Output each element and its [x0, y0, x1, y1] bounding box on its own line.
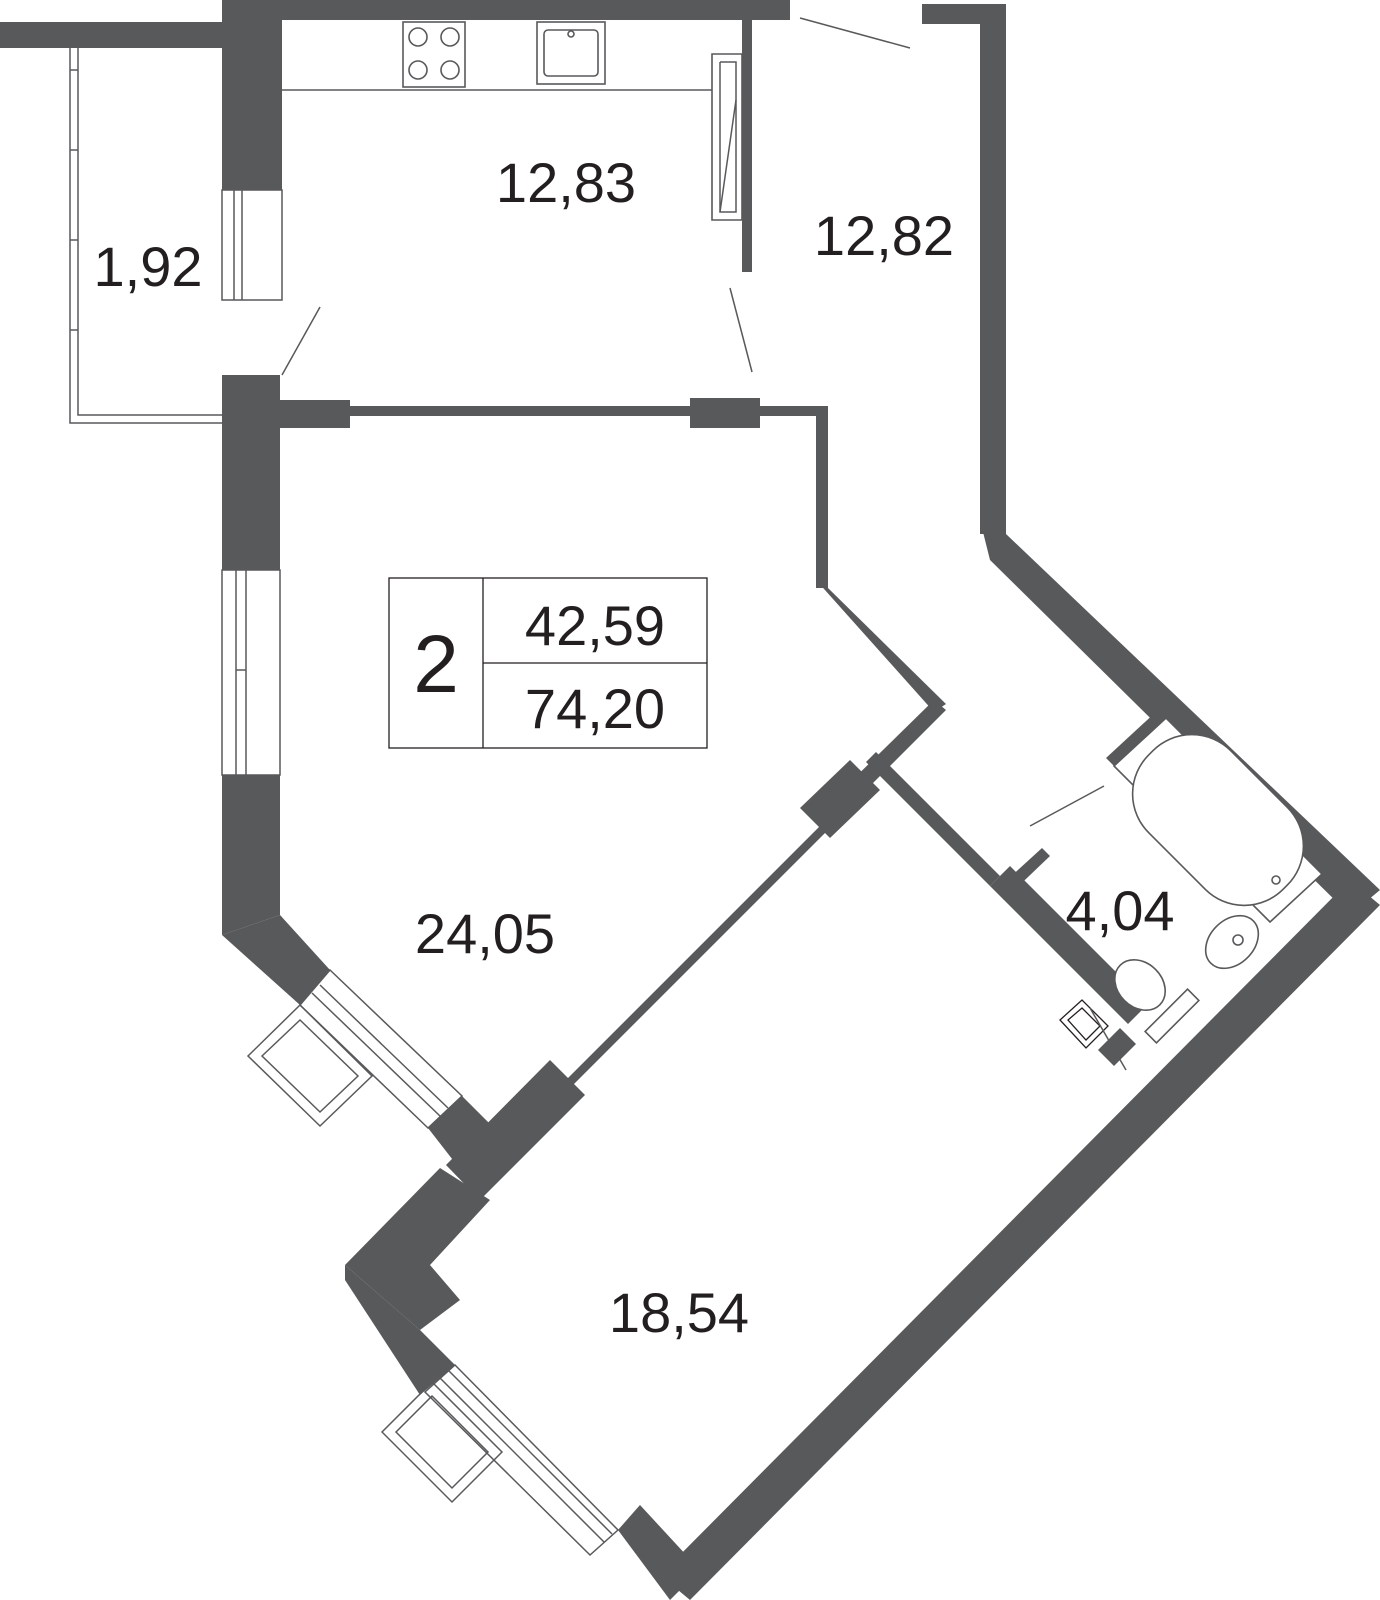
- shaft-detail: [1089, 1007, 1127, 1071]
- window-frame-line: [447, 1369, 613, 1535]
- french-balcony-inner: [394, 1394, 490, 1490]
- kitchen: [282, 17, 911, 373]
- wall-living-left-lower: [222, 775, 280, 935]
- wall-hall-bedroom: [866, 752, 1000, 886]
- living-room-area: 24,05: [415, 902, 555, 965]
- basin-drain-icon: [1232, 934, 1244, 946]
- bathroom: [1029, 716, 1324, 1071]
- bathtub-inner-icon: [1131, 733, 1305, 907]
- balcony-outline-inner: [77, 48, 222, 416]
- entry-door-swing: [799, 17, 911, 49]
- wall-living-right: [816, 406, 828, 588]
- washbasin-icon: [1204, 914, 1260, 970]
- balcony: [69, 48, 321, 424]
- balcony-area: 1,92: [94, 235, 203, 298]
- faucet-icon: [567, 30, 575, 38]
- window-frame-line: [319, 984, 449, 1109]
- bedroom-area: 18,54: [609, 1281, 749, 1344]
- kitchen-door-swing: [281, 306, 321, 376]
- wall-living-top: [262, 400, 350, 428]
- fridge-detail: [719, 61, 737, 213]
- sink-bowl-icon: [543, 29, 599, 77]
- wall-living-bottom: [428, 1096, 510, 1182]
- wall-bath-top-stub: [1106, 710, 1166, 766]
- bedroom-windows: [380, 1363, 620, 1557]
- wall-bedroom-bottom: [618, 1505, 700, 1600]
- wall-living-right-diag: [816, 580, 946, 712]
- shaft-icon: [1059, 999, 1109, 1049]
- wall-living-bedroom-mid: [566, 826, 826, 1086]
- wall-living-corner: [222, 915, 330, 1005]
- wall-kitchen-hall: [742, 15, 752, 272]
- kitchen-area: 12,83: [496, 151, 636, 214]
- bedroom-window-diag: [423, 1363, 620, 1557]
- room-labels: 1,92 12,83 12,82 24,05 4,04 18,54: [94, 151, 1175, 1344]
- wall-bottom-right: [660, 880, 1380, 1600]
- fridge-icon: [711, 53, 743, 221]
- living-window: [221, 569, 281, 776]
- fridge-detail: [719, 99, 737, 213]
- hall-area: 12,82: [814, 204, 954, 267]
- balcony-window: [221, 189, 283, 301]
- bathroom-area: 4,04: [1066, 879, 1175, 942]
- wall-top: [258, 0, 790, 20]
- living-window-diag: [298, 968, 464, 1130]
- wall-right-upper: [980, 4, 1006, 534]
- wall-bath-stub: [996, 848, 1050, 900]
- wall-top-left: [0, 22, 278, 48]
- drain-icon: [1271, 875, 1281, 885]
- summary-table: 2 42,59 74,20: [388, 577, 708, 749]
- wall-bath-bottom: [1098, 1028, 1136, 1066]
- window-frame-line: [311, 992, 441, 1117]
- rooms-count: 2: [413, 619, 459, 710]
- wall-living-bedroom-pillar: [800, 760, 880, 838]
- wall-bath-left: [990, 866, 1148, 1024]
- burner-icon: [440, 60, 460, 80]
- hall-door-swing: [729, 287, 753, 373]
- wall-bedroom-left: [345, 1265, 455, 1395]
- living-windows: [221, 569, 464, 1130]
- wall-bedroom-corner: [345, 1168, 490, 1330]
- burner-icon: [408, 60, 428, 80]
- french-balcony: [246, 1003, 374, 1128]
- window-frame-line: [439, 1377, 605, 1543]
- living-area: 42,59: [525, 594, 665, 657]
- french-balcony-inner: [260, 1018, 360, 1114]
- balcony-outline: [69, 48, 222, 424]
- bath-door-swing: [1029, 785, 1105, 827]
- burner-icon: [408, 27, 428, 47]
- toilet-icon: [1114, 959, 1166, 1011]
- wall-living-top-pillar: [690, 398, 760, 428]
- burner-icon: [440, 27, 460, 47]
- total-area: 74,20: [525, 677, 665, 740]
- toilet-tank-icon: [1143, 987, 1201, 1045]
- french-balcony: [380, 1380, 504, 1504]
- wall-kitchen-pillar: [222, 0, 282, 190]
